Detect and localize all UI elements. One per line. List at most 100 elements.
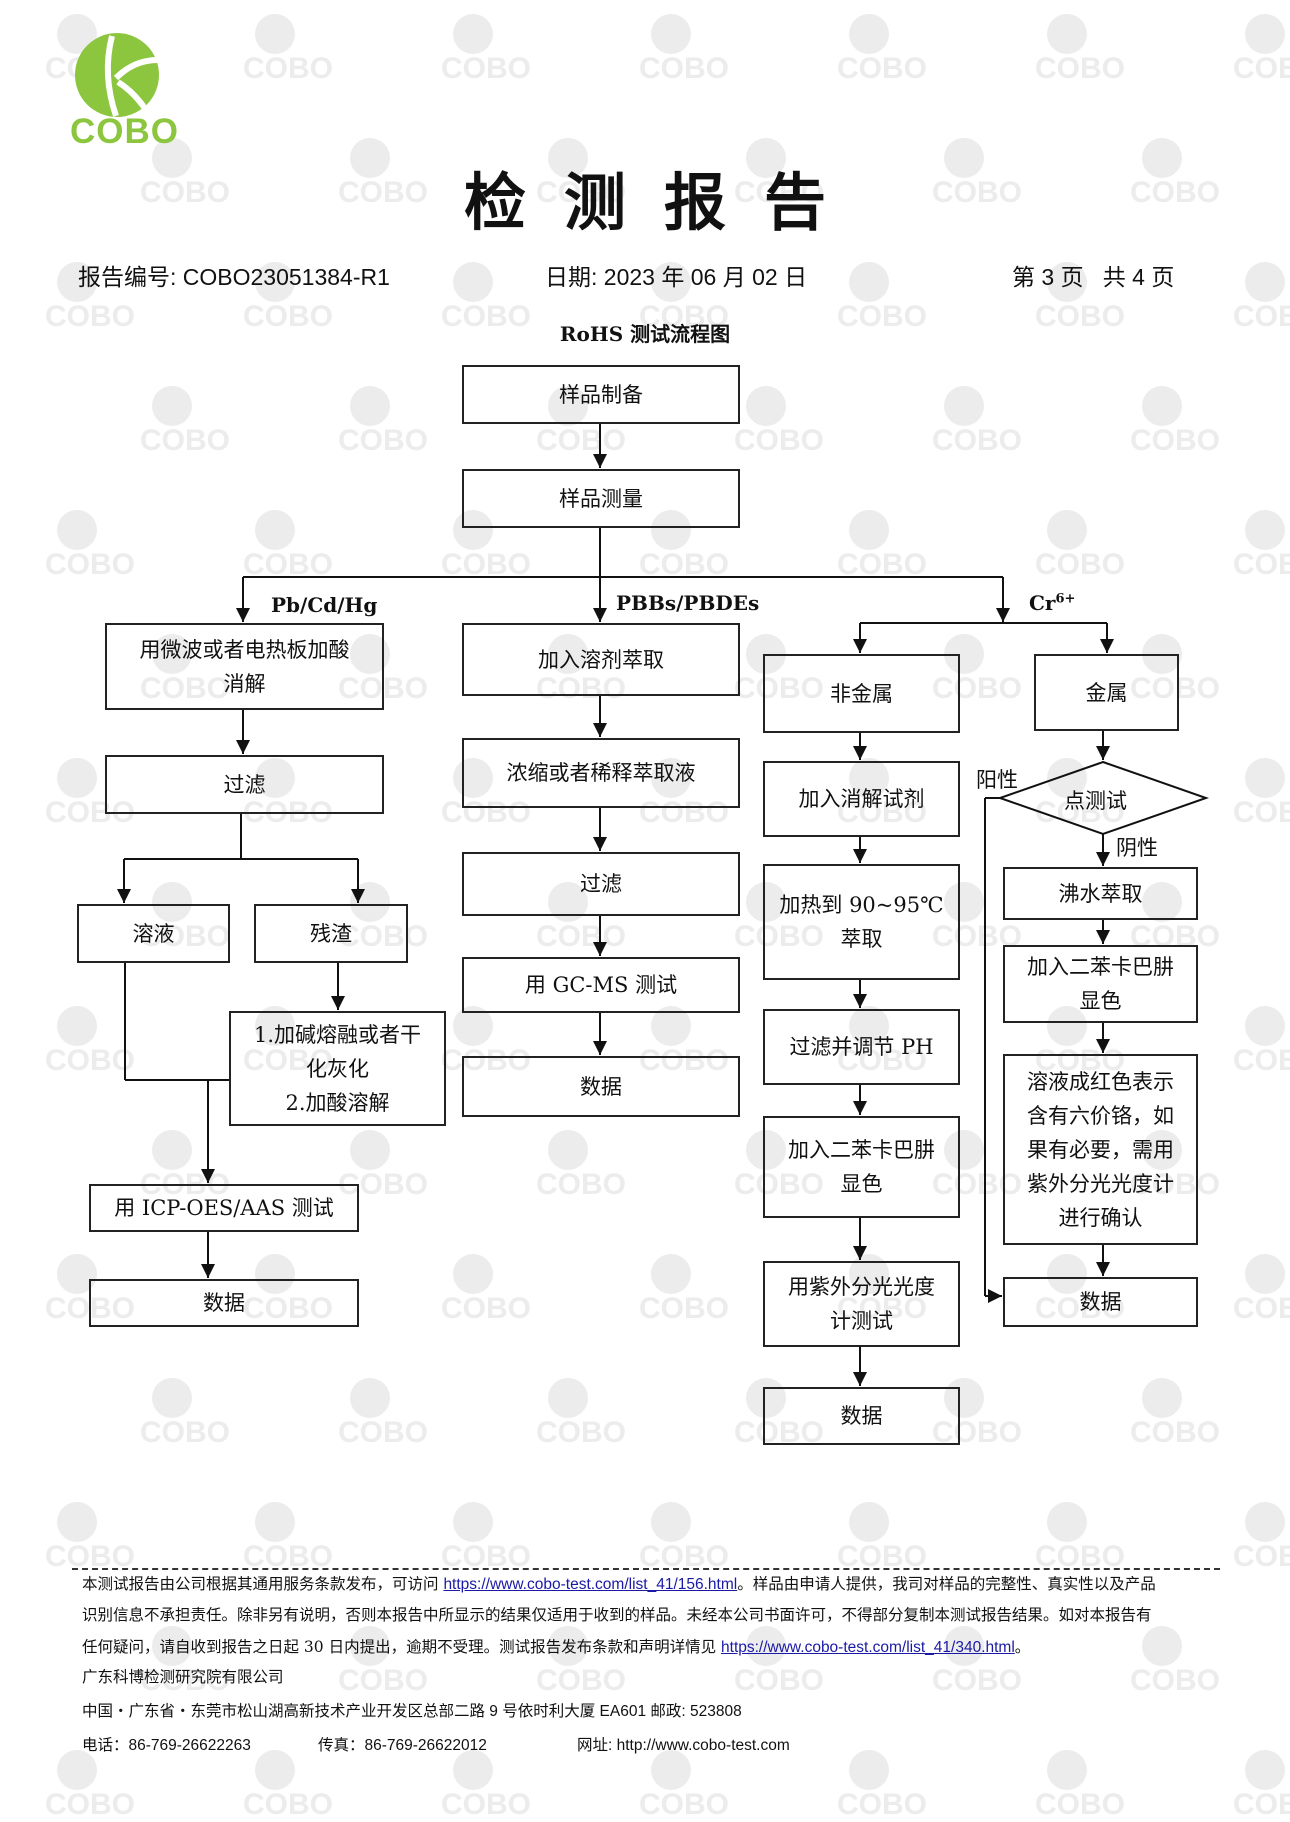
watermark-mark: COBO (837, 262, 927, 333)
svg-text:COBO: COBO (837, 52, 927, 85)
svg-text:COBO: COBO (45, 1788, 135, 1821)
svg-text:COBO: COBO (441, 1540, 531, 1573)
cr-nonmetal-data-box: 数据 (763, 1387, 960, 1445)
svg-text:COBO: COBO (837, 796, 927, 829)
svg-text:COBO: COBO (837, 1292, 927, 1325)
pb-icp-box: 用 ICP-OES/AAS 测试 (89, 1184, 359, 1232)
report-number: 报告编号: COBO23051384-R1 (78, 258, 390, 292)
watermark-mark: COBO (1035, 14, 1125, 85)
watermark-mark: COBO (1233, 1750, 1290, 1821)
watermark-mark: COBO (45, 1502, 135, 1573)
svg-text:COBO: COBO (639, 1540, 729, 1573)
svg-text:COBO: COBO (1035, 52, 1125, 85)
svg-text:COBO: COBO (932, 920, 1022, 953)
svg-text:COBO: COBO (441, 1044, 531, 1077)
watermark-mark: COBO (243, 1502, 333, 1573)
watermark-mark: COBO (639, 262, 729, 333)
svg-text:COBO: COBO (1233, 1788, 1290, 1821)
svg-text:COBO: COBO (1233, 1540, 1290, 1573)
svg-text:COBO: COBO (1035, 1044, 1125, 1077)
pbb-solvent-box: 加入溶剂萃取 (462, 623, 740, 696)
report-date: 日期: 2023 年 06 月 02 日 (545, 258, 807, 292)
cr-metal-box: 金属 (1034, 654, 1179, 731)
pb-solution-box: 溶液 (77, 904, 230, 963)
watermark-mark: COBO (441, 1254, 531, 1325)
svg-text:COBO: COBO (837, 548, 927, 581)
pbb-gcms-box: 用 GC-MS 测试 (462, 957, 740, 1013)
svg-text:COBO: COBO (1035, 1540, 1125, 1573)
watermark-mark: COBO (140, 386, 230, 457)
svg-text:COBO: COBO (45, 548, 135, 581)
svg-text:COBO: COBO (1130, 1416, 1220, 1449)
svg-text:COBO: COBO (639, 796, 729, 829)
report-date-label: 日期: (545, 264, 598, 290)
watermark-mark: COBO (837, 510, 927, 581)
footer-divider (72, 1568, 1220, 1570)
svg-text:COBO: COBO (932, 424, 1022, 457)
svg-text:COBO: COBO (243, 1044, 333, 1077)
branch-label-pb: Pb/Cd/Hg (271, 593, 378, 617)
report-number-value: COBO23051384-R1 (182, 264, 390, 290)
svg-text:COBO: COBO (837, 1044, 927, 1077)
watermark-mark: COBO (1035, 1750, 1125, 1821)
svg-text:COBO: COBO (734, 672, 824, 705)
watermark-mark: COBO (639, 510, 729, 581)
footer-fax: 传真：86-769-26622012 (318, 1737, 487, 1754)
svg-text:COBO: COBO (536, 424, 626, 457)
svg-text:COBO: COBO (1233, 1292, 1290, 1325)
watermark-mark: COBO (536, 1626, 626, 1697)
watermark-mark: COBO (536, 882, 626, 953)
watermark-mark: COBO (140, 1378, 230, 1449)
svg-text:COBO: COBO (140, 176, 230, 209)
svg-text:COBO: COBO (536, 1168, 626, 1201)
svg-text:COBO: COBO (140, 1416, 230, 1449)
watermark-mark: COBO (243, 510, 333, 581)
svg-text:COBO: COBO (45, 1044, 135, 1077)
svg-text:COBO: COBO (45, 1540, 135, 1573)
footer-disclaimer-line2: 识别信息不承担责任。除非另有说明，否则本报告中所显示的结果仅适用于收到的样品。未… (82, 1606, 1152, 1624)
svg-text:COBO: COBO (536, 920, 626, 953)
cr-reagent-box: 加入消解试剂 (763, 761, 960, 837)
watermark-mark: COBO (45, 1750, 135, 1821)
watermark-mark: COBO (338, 1378, 428, 1449)
footer-disclaimer-line1: 本测试报告由公司根据其通用服务条款发布，可访问 https://www.cobo… (82, 1575, 1156, 1593)
terms-link[interactable]: https://www.cobo-test.com/list_41/156.ht… (443, 1576, 738, 1593)
svg-text:COBO: COBO (639, 300, 729, 333)
svg-text:COBO: COBO (1233, 796, 1290, 829)
watermark-mark: COBO (45, 1006, 135, 1077)
pbb-concentrate-box: 浓缩或者稀释萃取液 (462, 738, 740, 808)
svg-text:COBO: COBO (1130, 920, 1220, 953)
footer-website[interactable]: 网址: http://www.cobo-test.com (577, 1737, 790, 1754)
svg-text:COBO: COBO (1035, 1788, 1125, 1821)
svg-text:COBO: COBO (338, 424, 428, 457)
svg-text:COBO: COBO (441, 1788, 531, 1821)
watermark-mark: COBO (932, 386, 1022, 457)
footer-address: 中国・广东省・东莞市松山湖高新技术产业开发区总部二路 9 号依时利大厦 EA60… (82, 1703, 742, 1720)
watermark-mark: COBO (837, 1502, 927, 1573)
watermark-mark: COBO (734, 138, 824, 209)
watermark-mark: COBO (441, 14, 531, 85)
svg-text:COBO: COBO (932, 672, 1022, 705)
watermark-mark: COBO (1130, 882, 1220, 953)
watermark-mark: COBO (639, 1502, 729, 1573)
svg-text:COBO: COBO (734, 176, 824, 209)
report-date-value: 2023 年 06 月 02 日 (603, 264, 808, 290)
chart-title: RoHS 测试流程图 (559, 322, 731, 346)
svg-text:COBO: COBO (140, 920, 230, 953)
svg-text:COBO: COBO (441, 52, 531, 85)
watermark-mark: COBO (1035, 510, 1125, 581)
statement-link[interactable]: https://www.cobo-test.com/list_41/340.ht… (721, 1639, 1015, 1656)
watermark-mark: COBO (1035, 1254, 1125, 1325)
pb-residue-box: 残渣 (254, 904, 408, 963)
watermark-mark: COBO (243, 14, 333, 85)
svg-text:COBO: COBO (734, 920, 824, 953)
watermark-mark: COBO (932, 634, 1022, 705)
watermark-mark: COBO (1130, 1626, 1220, 1697)
watermark-mark: COBO (441, 510, 531, 581)
svg-text:COBO: COBO (338, 176, 428, 209)
cr-result-box: 溶液成红色表示含有六价铬，如果有必要，需用紫外分光光度计进行确认 (1003, 1054, 1198, 1245)
watermark-mark: COBO (837, 1006, 927, 1077)
watermark-mark: COBO (536, 1130, 626, 1201)
